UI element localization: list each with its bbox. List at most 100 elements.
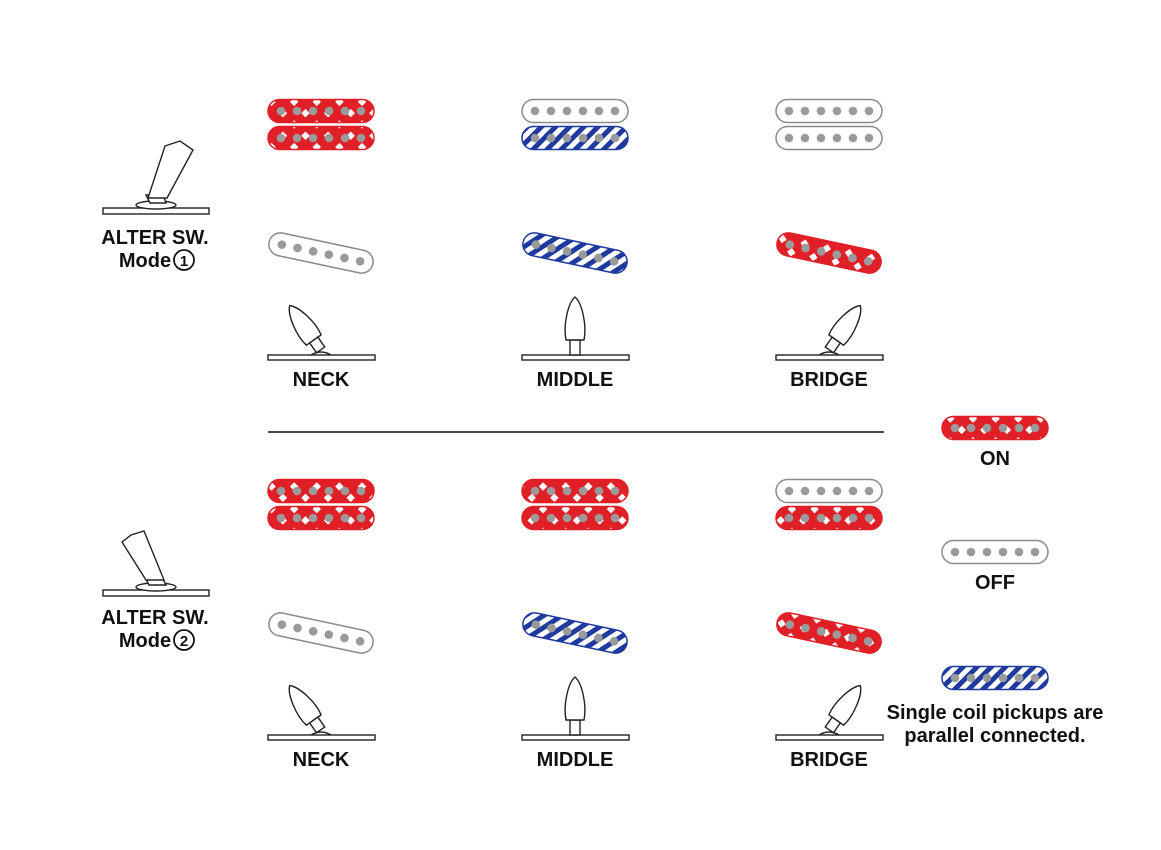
coil-body <box>522 612 628 654</box>
mode-2-bridge-position: BRIDGE <box>775 478 884 771</box>
selector-switch-icon <box>521 676 630 741</box>
mode-2-switch: ALTER SW. Mode 2 <box>101 530 210 652</box>
mode-2-number: 2 <box>180 633 188 650</box>
pole-piece <box>594 133 604 143</box>
humbucker-top-coil-icon <box>521 98 629 124</box>
pole-piece <box>292 513 302 523</box>
pole-piece <box>816 133 826 143</box>
pole-piece <box>578 486 588 496</box>
position-label: NECK <box>293 749 350 771</box>
pole-piece <box>610 513 620 523</box>
pole-piece <box>530 133 540 143</box>
pole-piece <box>832 513 842 523</box>
coil-body <box>775 478 883 504</box>
pole-piece <box>531 240 541 249</box>
pole-piece <box>1014 423 1024 433</box>
pole-piece <box>848 133 858 143</box>
pole-piece <box>293 243 302 253</box>
pole-piece <box>340 253 349 263</box>
pole-piece <box>355 257 365 266</box>
pole-piece <box>308 627 318 636</box>
pole-piece <box>848 513 858 523</box>
coil-body <box>775 505 883 531</box>
mode-1-number: 1 <box>180 253 188 270</box>
coil-body <box>268 612 374 654</box>
mode-1-middle-position: MIDDLE <box>521 98 630 391</box>
pole-piece <box>356 106 366 116</box>
pole-piece <box>293 623 302 633</box>
mode-2-middle-position: MIDDLE <box>521 478 630 771</box>
pole-piece <box>292 106 302 116</box>
coil-body <box>941 415 1049 441</box>
pole-piece <box>816 486 826 496</box>
pole-piece <box>998 423 1008 433</box>
pole-piece <box>594 486 604 496</box>
pole-piece <box>355 637 365 646</box>
legend-on-label: ON <box>980 448 1010 470</box>
pole-piece <box>594 513 604 523</box>
pole-piece <box>546 486 556 496</box>
pole-piece <box>324 630 334 639</box>
pole-piece <box>610 106 620 116</box>
pole-piece <box>276 513 286 523</box>
pole-piece <box>863 257 873 266</box>
pole-piece <box>308 247 318 256</box>
legend: ON OFF Single coil pickups are parallel … <box>887 415 1103 747</box>
pole-piece <box>966 547 976 557</box>
humbucker-top-coil-icon <box>775 478 883 504</box>
pole-piece <box>531 620 541 629</box>
pole-piece <box>863 637 873 646</box>
humbucker-bottom-coil-icon <box>521 505 629 531</box>
pole-piece <box>848 633 857 643</box>
pole-piece <box>562 627 572 636</box>
pole-piece <box>966 423 976 433</box>
pole-piece <box>340 133 350 143</box>
mode-1-neck-position: NECK <box>267 98 376 391</box>
pole-piece <box>832 630 842 639</box>
pole-piece <box>864 133 874 143</box>
pickup-grid: NECK MIDDLE BRIDGE NECK MIDDLE BRIDGE <box>267 98 884 771</box>
selector-switch-icon <box>775 684 884 741</box>
pole-piece <box>340 633 349 643</box>
pole-piece <box>308 133 318 143</box>
coil-body <box>941 539 1049 565</box>
mode-2-toggle-icon <box>102 530 210 597</box>
pole-piece <box>1030 423 1040 433</box>
legend-on-coil-icon <box>941 415 1049 441</box>
humbucker-bottom-coil-icon <box>521 125 629 151</box>
pole-piece <box>308 486 318 496</box>
pole-piece <box>784 513 794 523</box>
pole-piece <box>594 106 604 116</box>
pole-piece <box>340 486 350 496</box>
position-label: BRIDGE <box>790 369 868 391</box>
position-label: MIDDLE <box>537 749 614 771</box>
pole-piece <box>800 513 810 523</box>
coil-body <box>267 505 375 531</box>
mode-2-mode-label: Mode <box>119 630 171 652</box>
pole-piece <box>308 106 318 116</box>
pole-piece <box>848 253 857 263</box>
pole-piece <box>562 133 572 143</box>
pole-piece <box>324 250 334 259</box>
pole-piece <box>816 627 826 636</box>
pole-piece <box>324 486 334 496</box>
legend-parallel-line-2: parallel connected. <box>904 725 1085 747</box>
pole-piece <box>546 106 556 116</box>
pole-piece <box>801 623 810 633</box>
single-coil-icon <box>522 232 628 274</box>
pole-piece <box>276 486 286 496</box>
pole-piece <box>966 673 976 683</box>
pole-piece <box>277 620 287 629</box>
pole-piece <box>562 513 572 523</box>
selector-switch-icon <box>267 304 376 361</box>
pole-piece <box>292 486 302 496</box>
position-label: NECK <box>293 369 350 391</box>
pole-piece <box>546 513 556 523</box>
humbucker-bottom-coil-icon <box>775 125 883 151</box>
humbucker-bottom-coil-icon <box>775 505 883 531</box>
pole-piece <box>816 106 826 116</box>
pole-piece <box>276 106 286 116</box>
pole-piece <box>356 513 366 523</box>
pole-piece <box>848 486 858 496</box>
